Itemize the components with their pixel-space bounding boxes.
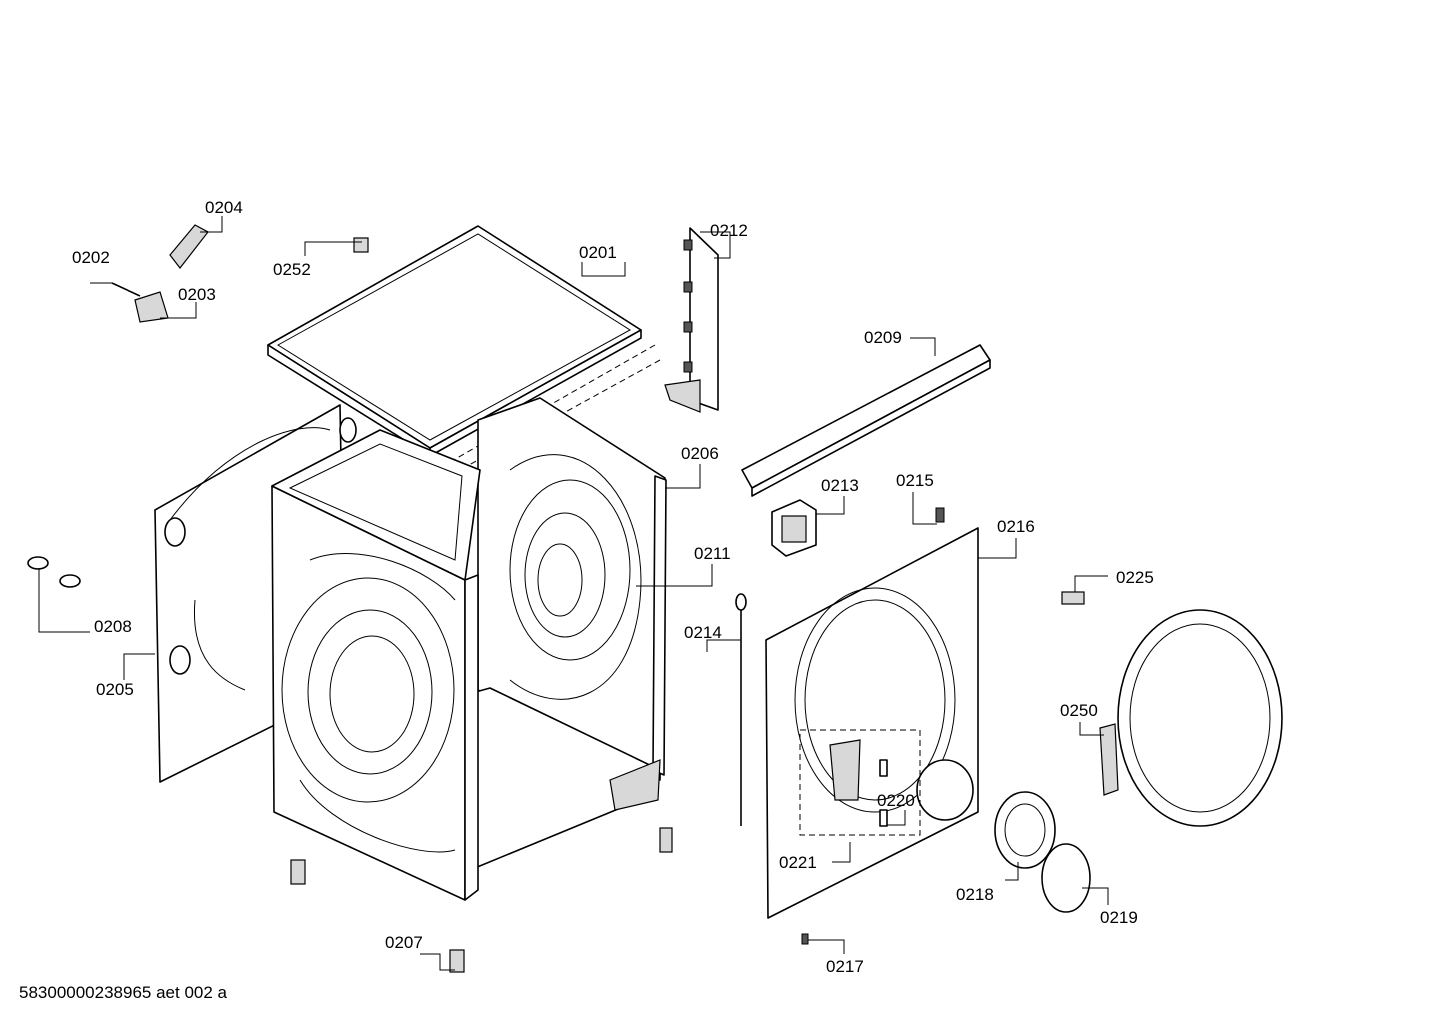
- label-0205: 0205: [96, 680, 134, 699]
- label-0216: 0216: [997, 517, 1035, 536]
- part-0250-door: [1099, 609, 1283, 827]
- part-0217-screw: [801, 933, 809, 945]
- part-0208-foot-pad: [27, 556, 81, 588]
- part-0225-button: [1061, 591, 1085, 605]
- label-0201: 0201: [579, 243, 617, 262]
- part-0213-module: [771, 499, 817, 557]
- part-0212-bracket: [664, 227, 719, 413]
- label-0225: 0225: [1116, 568, 1154, 587]
- label-0214: 0214: [684, 623, 722, 642]
- leader-lines: [38, 216, 1109, 971]
- part-0219-cap: [1041, 843, 1091, 913]
- label-0217: 0217: [826, 957, 864, 976]
- part-0202-screw: [111, 282, 141, 297]
- part-0204-hinge: [169, 224, 209, 269]
- part-0209-rail: [741, 344, 991, 497]
- label-0211: 0211: [694, 544, 731, 563]
- part-0215-hook: [935, 507, 945, 523]
- label-0215: 0215: [896, 471, 934, 490]
- label-0203: 0203: [178, 285, 216, 304]
- label-0250: 0250: [1060, 701, 1098, 720]
- label-0208: 0208: [94, 617, 132, 636]
- label-0202: 0202: [72, 248, 110, 267]
- part-0216-front-panel: [765, 527, 979, 919]
- label-0220: 0220: [877, 791, 915, 810]
- label-0204: 0204: [205, 198, 243, 217]
- part-0252-clip: [353, 237, 369, 253]
- label-0207: 0207: [385, 933, 423, 952]
- part-0218-ring: [994, 791, 1056, 869]
- label-0212: 0212: [710, 221, 748, 240]
- part-0207-foot: [290, 827, 673, 973]
- label-0218: 0218: [956, 885, 994, 904]
- label-0206: 0206: [681, 444, 719, 463]
- label-0209: 0209: [864, 328, 902, 347]
- drawing-code: 58300000238965 aet 002 a: [19, 983, 228, 1002]
- part-labels: 0201 0202 0203 0204 0205 0206 0207 0208 …: [72, 198, 1154, 976]
- assembly-guide-line: [419, 359, 661, 493]
- label-0213: 0213: [821, 476, 859, 495]
- label-0252: 0252: [273, 260, 311, 279]
- label-0221: 0221: [779, 853, 817, 872]
- part-0206-cabinet: [271, 397, 667, 901]
- part-0214-cable: [735, 593, 747, 826]
- label-0219: 0219: [1100, 908, 1138, 927]
